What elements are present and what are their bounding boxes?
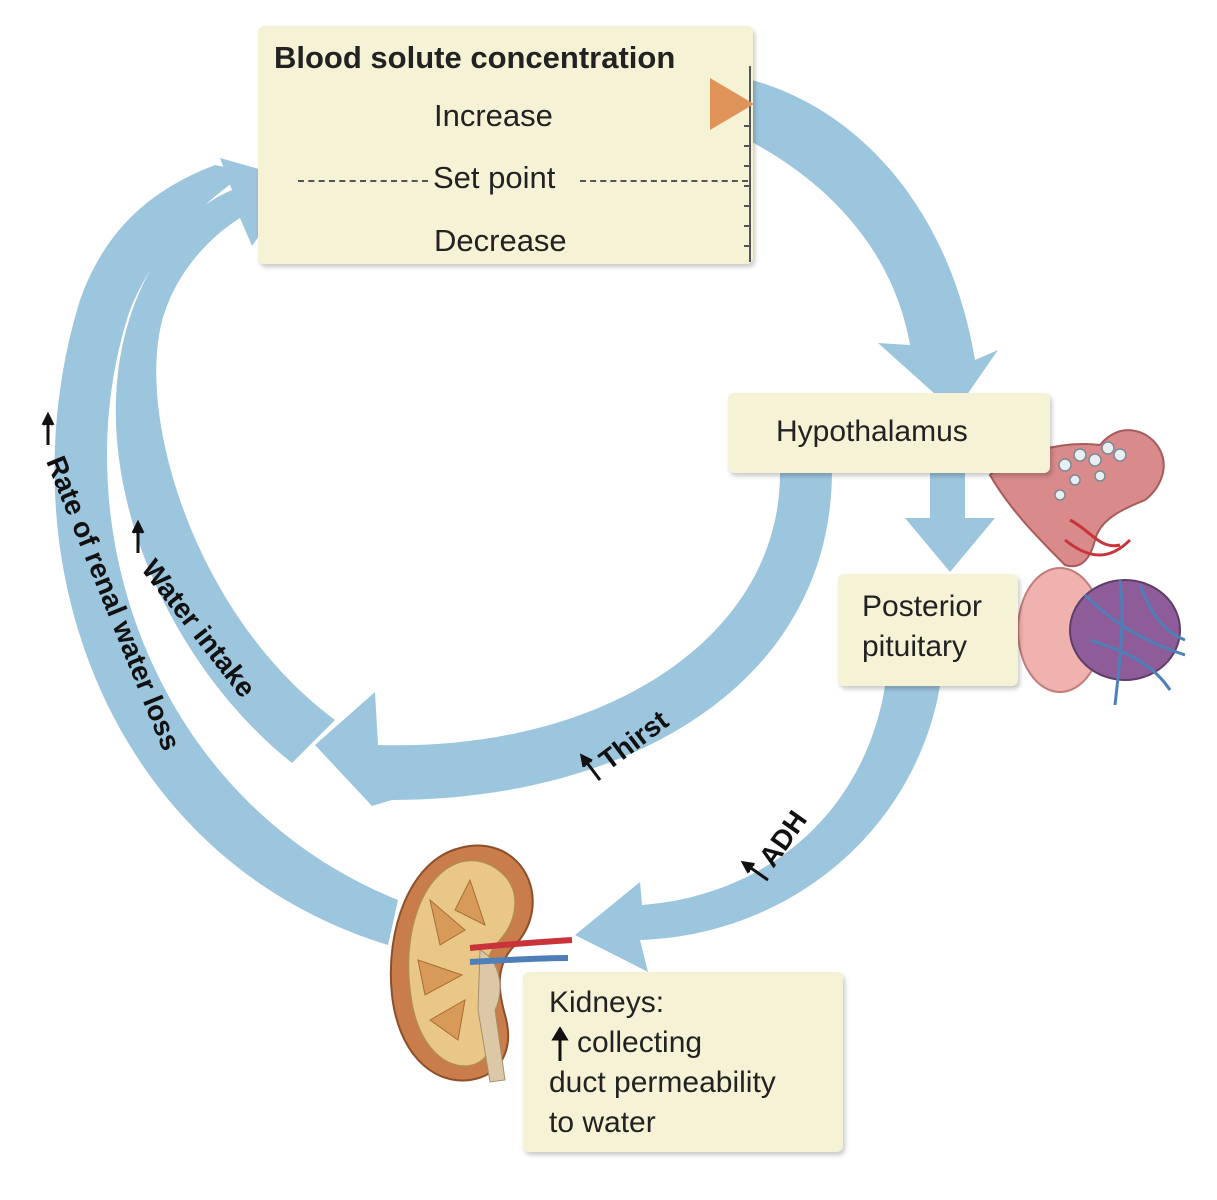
kidneys-label-line2: collecting (577, 1026, 703, 1059)
set-point-dashed-line-left (298, 180, 428, 182)
hypothalamus-label: Hypothalamus (776, 415, 968, 448)
arrow-adh (575, 686, 940, 972)
adh-label: ADH (753, 805, 813, 872)
water-intake-up-arrow-icon (131, 519, 145, 553)
increase-indicator-triangle-icon (710, 78, 754, 130)
thirst-up-arrow-icon (579, 753, 602, 781)
adh-up-arrow-icon (740, 860, 769, 882)
kidneys-box: Kidneys: collecting duct permeability to… (523, 972, 843, 1152)
blood-solute-box: Blood solute concentration Increase Set … (258, 26, 754, 264)
pituitary-label-line1: Posterior (862, 590, 983, 623)
kidney-illustration (389, 844, 573, 1083)
pituitary-label-line2: pituitary (862, 630, 968, 663)
posterior-pituitary-box: Posterior pituitary (838, 574, 1018, 686)
thirst-label: Thirst (593, 704, 674, 776)
arrow-to-hypothalamus (752, 80, 998, 412)
arrow-water-intake (115, 158, 335, 763)
kidneys-label-line4: to water (549, 1106, 656, 1139)
arrow-thirst (315, 473, 832, 806)
kidneys-label-line3: duct permeability (549, 1066, 776, 1099)
set-point-dashed-line-right (580, 180, 748, 182)
set-point-label: Set point (433, 160, 556, 195)
kidneys-label-line1: Kidneys: (549, 986, 665, 1019)
hypothalamus-box: Hypothalamus (728, 393, 1050, 473)
increase-label: Increase (434, 98, 553, 133)
concentration-scale (744, 66, 751, 262)
renal-up-arrow-icon (41, 411, 55, 445)
arrow-renal-water-loss (54, 165, 398, 945)
arrow-to-pituitary (905, 473, 995, 572)
pituitary-illustration (988, 429, 1186, 706)
blood-solute-title: Blood solute concentration (274, 40, 676, 75)
decrease-label: Decrease (434, 223, 567, 258)
collecting-up-arrow-icon (551, 1027, 569, 1061)
